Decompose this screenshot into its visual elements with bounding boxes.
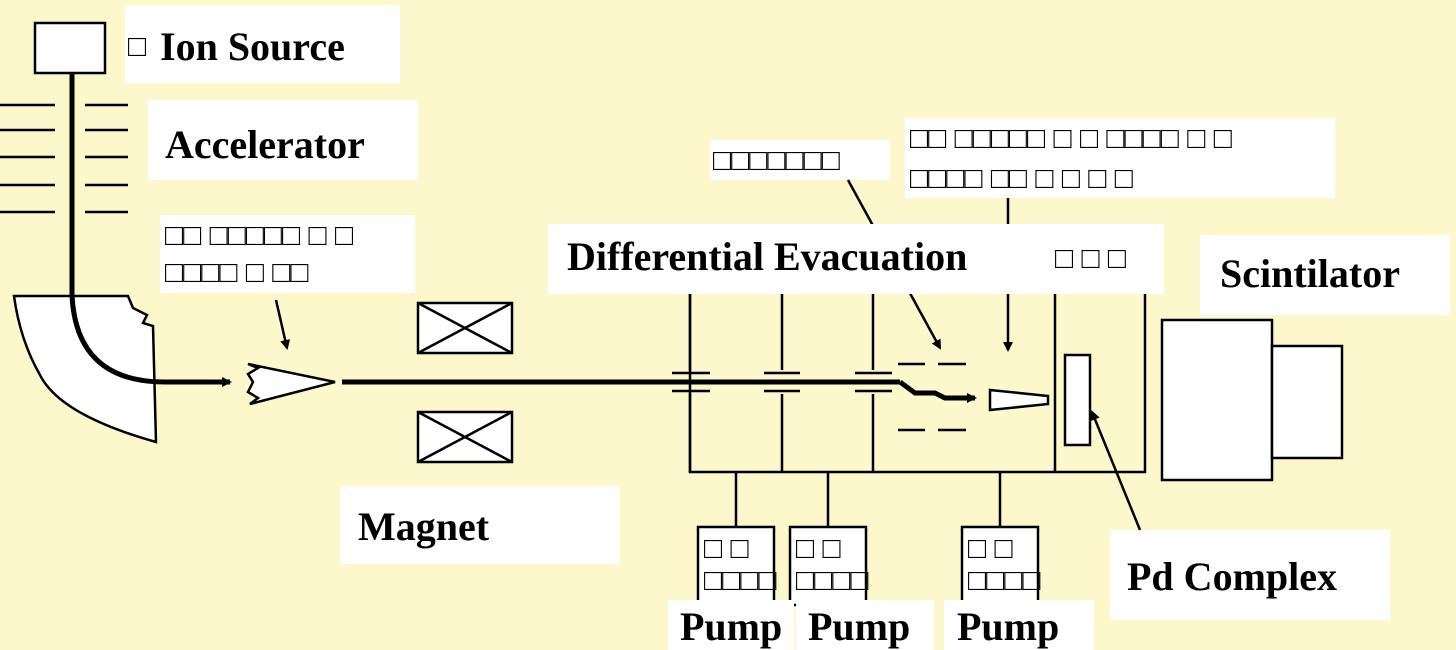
pd-complex-label: Pd Complex — [1127, 554, 1337, 599]
decelerator-label-box — [160, 215, 415, 293]
target-label-line1: □□ □□□□□ □ □ □□□□ □ □ — [910, 122, 1233, 155]
pump-1-glyph-line2: □□□□ — [704, 564, 777, 597]
scintilator-label-box — [1200, 235, 1450, 315]
decelerator-label-line2: □□□□ □ □□ — [165, 256, 309, 289]
pump-1-label: Pump — [680, 604, 782, 649]
differential-evacuation-label-box — [548, 224, 1164, 294]
ion-source-label-box — [125, 5, 400, 83]
scintilator-tube — [1270, 344, 1344, 460]
pump-3-glyph-line2: □□□□ — [968, 564, 1041, 597]
pump-3-label: Pump — [957, 604, 1059, 649]
differential-evacuation-suffix: □ □ □ — [1055, 242, 1127, 275]
aperture-label-box — [710, 140, 890, 180]
scintilator-label: Scintilator — [1220, 251, 1400, 296]
pump-1: □ □ □□□□ — [696, 525, 777, 607]
pump-3: □ □ □□□□ — [960, 525, 1041, 607]
pump-2: □ □ □□□□ — [788, 525, 869, 607]
analyzing-magnet — [12, 294, 158, 444]
magnet-upper — [416, 301, 514, 355]
differential-evacuation-label: Differential Evacuation — [567, 234, 967, 279]
pump-1-label-box — [668, 600, 794, 650]
pump-2-label: Pump — [808, 604, 910, 649]
ion-source-box — [33, 21, 107, 75]
magnet-label: Magnet — [358, 504, 490, 549]
decelerator-cone — [246, 362, 336, 406]
deflector-plates — [898, 362, 966, 432]
ion-source-label: Ion Source — [160, 24, 345, 69]
accelerator-label: Accelerator — [165, 122, 365, 167]
pump-3-label-box — [944, 600, 1094, 650]
pd-complex-pointer — [1090, 410, 1142, 531]
pump-2-glyph-line2: □□□□ — [796, 564, 869, 597]
target-label-line2: □□□□ □□ □ □ □ □ — [910, 162, 1134, 195]
decelerator-pointer — [274, 299, 291, 350]
magnet-lower — [416, 410, 514, 464]
target-cone — [988, 388, 1050, 412]
scintilator-body — [1160, 318, 1274, 482]
target-label-box — [905, 118, 1335, 198]
aperture-label: □□□□□□□ — [713, 144, 841, 177]
pump-1-glyph-line1: □ □ — [704, 532, 749, 565]
pump-2-label-box — [796, 600, 934, 650]
pump-lines — [734, 472, 1002, 527]
pump-3-glyph-line1: □ □ — [968, 532, 1013, 565]
decelerator-label-line1: □□ □□□□□ □ □ — [165, 219, 354, 252]
beam-path-deflected — [898, 379, 977, 403]
magnet-label-box — [340, 486, 620, 564]
accelerator-label-box — [148, 100, 418, 180]
aperture-plates — [672, 371, 892, 393]
pump-2-glyph-line1: □ □ — [796, 532, 841, 565]
chamber-walls — [688, 292, 1057, 472]
ion-source-prefix-glyph: □ — [128, 30, 147, 63]
pd-complex-target — [1063, 353, 1092, 447]
accelerator-plates — [0, 103, 128, 214]
pd-complex-label-box — [1110, 530, 1390, 620]
beam-path-source — [69, 73, 232, 387]
